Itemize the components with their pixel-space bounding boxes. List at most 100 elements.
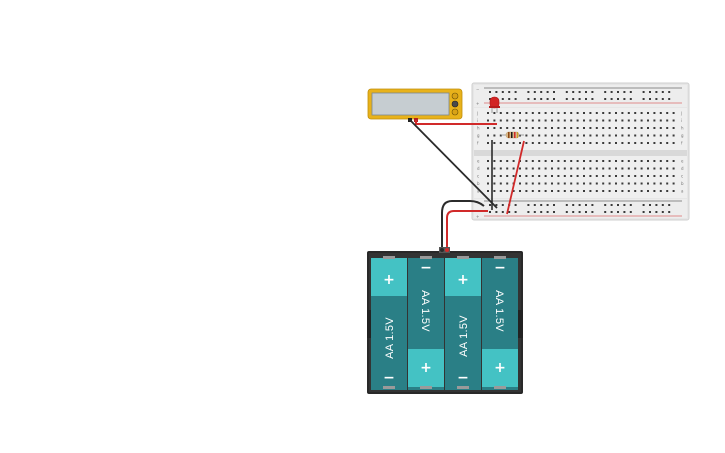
strip-hole[interactable]	[621, 160, 624, 162]
strip-hole[interactable]	[499, 160, 502, 162]
rail-hole[interactable]	[604, 91, 607, 93]
rail-hole[interactable]	[572, 211, 575, 213]
strip-hole[interactable]	[544, 112, 547, 114]
strip-hole[interactable]	[583, 134, 585, 137]
multimeter-dial-bottom[interactable]	[451, 108, 459, 116]
strip-hole[interactable]	[672, 190, 675, 192]
strip-hole[interactable]	[647, 134, 649, 137]
rail-hole[interactable]	[546, 204, 549, 206]
strip-hole[interactable]	[653, 160, 656, 162]
strip-hole[interactable]	[531, 119, 534, 122]
strip-hole[interactable]	[589, 119, 592, 122]
battery-cell-2[interactable]: − + AA 1.5V	[408, 256, 444, 390]
rail-hole[interactable]	[540, 211, 543, 213]
rail-hole[interactable]	[501, 98, 504, 100]
rail-hole[interactable]	[546, 91, 549, 93]
strip-hole[interactable]	[647, 167, 649, 170]
rail-hole[interactable]	[623, 91, 626, 93]
strip-hole[interactable]	[538, 160, 541, 162]
rail-hole[interactable]	[604, 211, 607, 213]
strip-hole[interactable]	[563, 167, 566, 170]
strip-hole[interactable]	[595, 134, 598, 137]
strip-hole[interactable]	[531, 112, 534, 114]
strip-hole[interactable]	[608, 142, 611, 144]
strip-hole[interactable]	[653, 112, 656, 114]
rail-hole[interactable]	[489, 98, 491, 100]
strip-hole[interactable]	[615, 142, 617, 144]
strip-hole[interactable]	[621, 142, 624, 144]
strip-hole[interactable]	[525, 160, 528, 162]
rail-hole[interactable]	[585, 211, 587, 213]
strip-hole[interactable]	[672, 175, 675, 177]
strip-hole[interactable]	[621, 127, 624, 129]
strip-hole[interactable]	[493, 142, 496, 144]
strip-hole[interactable]	[557, 190, 560, 192]
rail-hole[interactable]	[572, 98, 575, 100]
strip-hole[interactable]	[551, 112, 553, 114]
rail-hole[interactable]	[591, 98, 594, 100]
strip-hole[interactable]	[519, 167, 521, 170]
strip-hole[interactable]	[615, 175, 617, 177]
rail-hole[interactable]	[533, 204, 536, 206]
strip-hole[interactable]	[647, 160, 649, 162]
strip-hole[interactable]	[640, 127, 643, 129]
strip-hole[interactable]	[602, 182, 605, 185]
strip-hole[interactable]	[659, 160, 662, 162]
strip-hole[interactable]	[512, 142, 515, 144]
strip-hole[interactable]	[621, 112, 624, 114]
strip-hole[interactable]	[531, 127, 534, 129]
strip-hole[interactable]	[525, 175, 528, 177]
strip-hole[interactable]	[563, 175, 566, 177]
rail-hole[interactable]	[649, 98, 651, 100]
strip-hole[interactable]	[531, 190, 534, 192]
strip-hole[interactable]	[493, 119, 496, 122]
rail-hole[interactable]	[540, 98, 543, 100]
strip-hole[interactable]	[506, 119, 509, 122]
led[interactable]	[489, 96, 500, 113]
strip-hole[interactable]	[506, 142, 509, 144]
strip-hole[interactable]	[525, 182, 528, 185]
strip-hole[interactable]	[589, 190, 592, 192]
strip-hole[interactable]	[512, 119, 515, 122]
multimeter-dial-mid[interactable]	[451, 100, 459, 108]
strip-hole[interactable]	[595, 112, 598, 114]
rail-hole[interactable]	[591, 211, 594, 213]
strip-hole[interactable]	[627, 134, 630, 137]
strip-hole[interactable]	[531, 160, 534, 162]
strip-hole[interactable]	[595, 167, 598, 170]
strip-hole[interactable]	[583, 142, 585, 144]
strip-hole[interactable]	[672, 160, 675, 162]
strip-hole[interactable]	[634, 190, 637, 192]
strip-hole[interactable]	[634, 160, 637, 162]
rail-hole[interactable]	[642, 98, 645, 100]
rail-hole[interactable]	[572, 91, 575, 93]
strip-hole[interactable]	[544, 190, 547, 192]
strip-hole[interactable]	[499, 182, 502, 185]
strip-hole[interactable]	[544, 119, 547, 122]
rail-hole[interactable]	[578, 211, 581, 213]
strip-hole[interactable]	[538, 182, 541, 185]
rail-hole[interactable]	[578, 98, 581, 100]
strip-hole[interactable]	[621, 167, 624, 170]
strip-hole[interactable]	[563, 119, 566, 122]
strip-hole[interactable]	[621, 182, 624, 185]
strip-hole[interactable]	[487, 190, 489, 192]
rail-hole[interactable]	[495, 211, 498, 213]
strip-hole[interactable]	[647, 112, 649, 114]
strip-hole[interactable]	[672, 119, 675, 122]
strip-hole[interactable]	[583, 167, 585, 170]
rail-hole[interactable]	[565, 98, 568, 100]
strip-hole[interactable]	[570, 175, 573, 177]
strip-hole[interactable]	[519, 190, 521, 192]
strip-hole[interactable]	[647, 190, 649, 192]
strip-hole[interactable]	[615, 167, 617, 170]
rail-hole[interactable]	[546, 98, 549, 100]
strip-hole[interactable]	[576, 134, 579, 137]
rail-hole[interactable]	[661, 211, 664, 213]
strip-hole[interactable]	[544, 134, 547, 137]
strip-hole[interactable]	[538, 134, 541, 137]
strip-hole[interactable]	[659, 182, 662, 185]
rail-hole[interactable]	[629, 211, 632, 213]
strip-hole[interactable]	[551, 127, 553, 129]
strip-hole[interactable]	[589, 175, 592, 177]
